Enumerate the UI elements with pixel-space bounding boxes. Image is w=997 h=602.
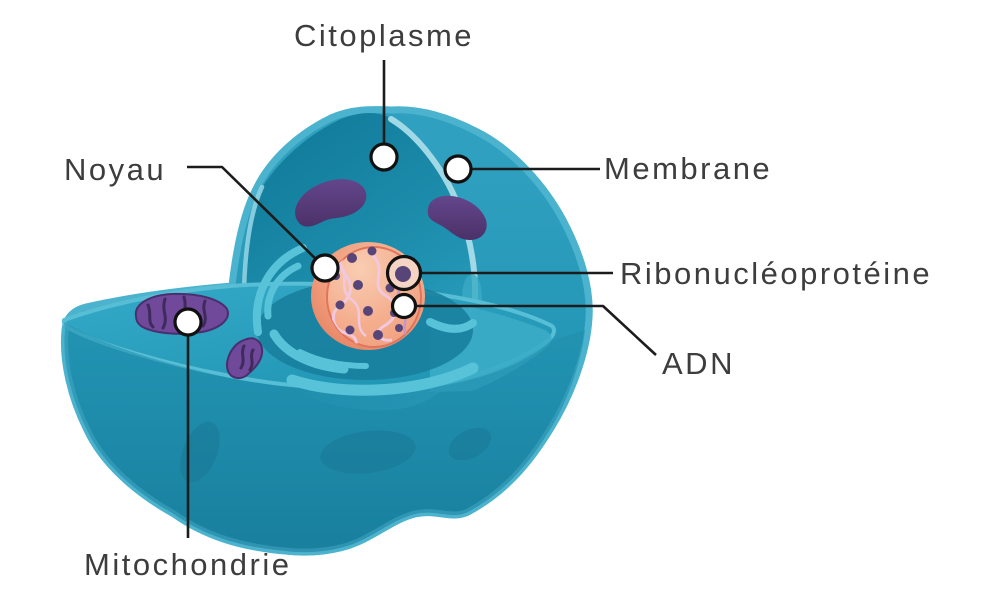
dna-leader	[406, 304, 657, 356]
ribonucleoprotein-granule-zoom	[395, 266, 411, 282]
mitochondrion-marker	[173, 307, 203, 337]
dna-marker	[390, 292, 418, 320]
back-wall-organelles	[295, 179, 487, 240]
organelle-blob-left	[295, 179, 367, 227]
bowl-front-face	[64, 322, 585, 553]
label-membrane: Membrane	[604, 151, 772, 186]
body-shadow-spots	[180, 421, 492, 483]
label-dna: ADN	[662, 346, 735, 381]
er-front-swoosh	[286, 362, 479, 396]
leader-lines	[186, 60, 657, 538]
label-mitochondrion: Mitochondrie	[84, 547, 291, 582]
nucleus-leader	[187, 165, 326, 269]
ribonucleoprotein-magnifier	[385, 254, 423, 292]
organelle-blob-right	[427, 195, 487, 240]
label-ribonucleoprotein: Ribonucléoprotéine	[620, 256, 932, 291]
mitochondrion-small	[226, 337, 264, 380]
cytoplasm-marker	[369, 142, 399, 172]
er-membrane-arcs	[252, 244, 477, 374]
membrane-marker	[443, 154, 473, 184]
nucleus-marker	[310, 253, 340, 283]
part-labels: Citoplasme Membrane Noyau Ribonucléoprot…	[64, 18, 932, 582]
label-nucleus: Noyau	[64, 152, 166, 187]
point-markers	[173, 142, 473, 337]
label-cytoplasm: Citoplasme	[294, 18, 474, 53]
